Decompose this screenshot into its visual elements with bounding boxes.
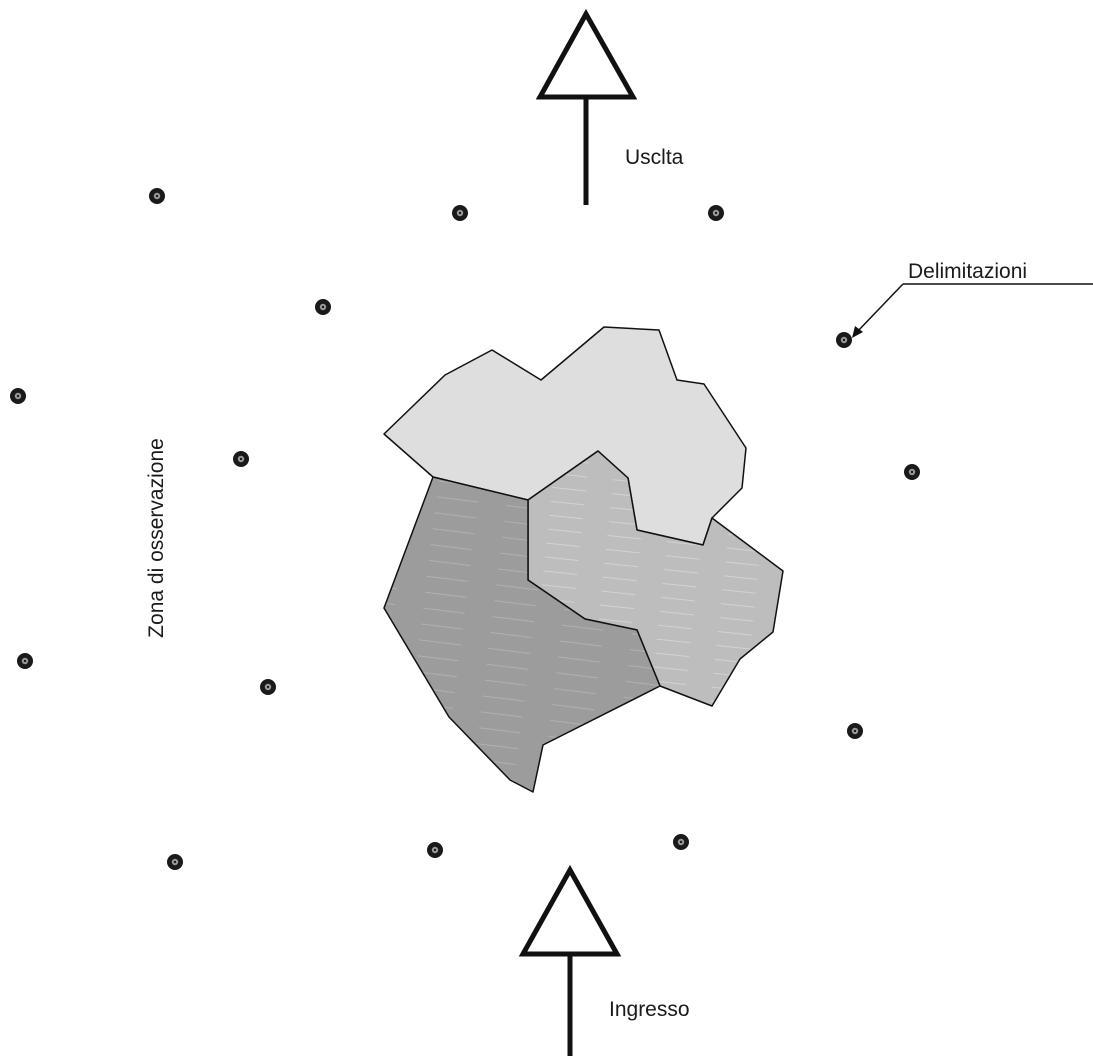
boundary-marker-icon xyxy=(233,451,249,467)
observation-area xyxy=(383,326,784,793)
boundaries-callout xyxy=(852,283,1093,338)
boundary-marker-icon xyxy=(315,299,331,315)
boundary-marker-icon xyxy=(17,653,33,669)
entry-label: Ingresso xyxy=(609,998,690,1021)
boundary-marker-icon xyxy=(10,388,26,404)
boundary-marker-icon xyxy=(260,679,276,695)
boundary-marker-icon xyxy=(452,205,468,221)
entry-arrow-icon xyxy=(518,864,622,1056)
region-dark xyxy=(383,476,661,793)
boundary-marker-icon xyxy=(847,723,863,739)
exit-label: Usclta xyxy=(625,146,684,169)
boundary-marker-icon xyxy=(904,464,920,480)
boundary-marker-icon xyxy=(149,188,165,204)
exit-arrow-icon xyxy=(535,8,638,205)
boundary-marker-icon xyxy=(673,834,689,850)
boundary-marker-icon xyxy=(427,842,443,858)
boundary-marker-icon xyxy=(167,854,183,870)
boundary-marker-icon xyxy=(708,205,724,221)
boundaries-label: Delimitazioni xyxy=(908,260,1027,283)
boundary-marker-icon xyxy=(836,332,852,348)
observation-zone-label: Zona di osservazione xyxy=(145,438,168,638)
